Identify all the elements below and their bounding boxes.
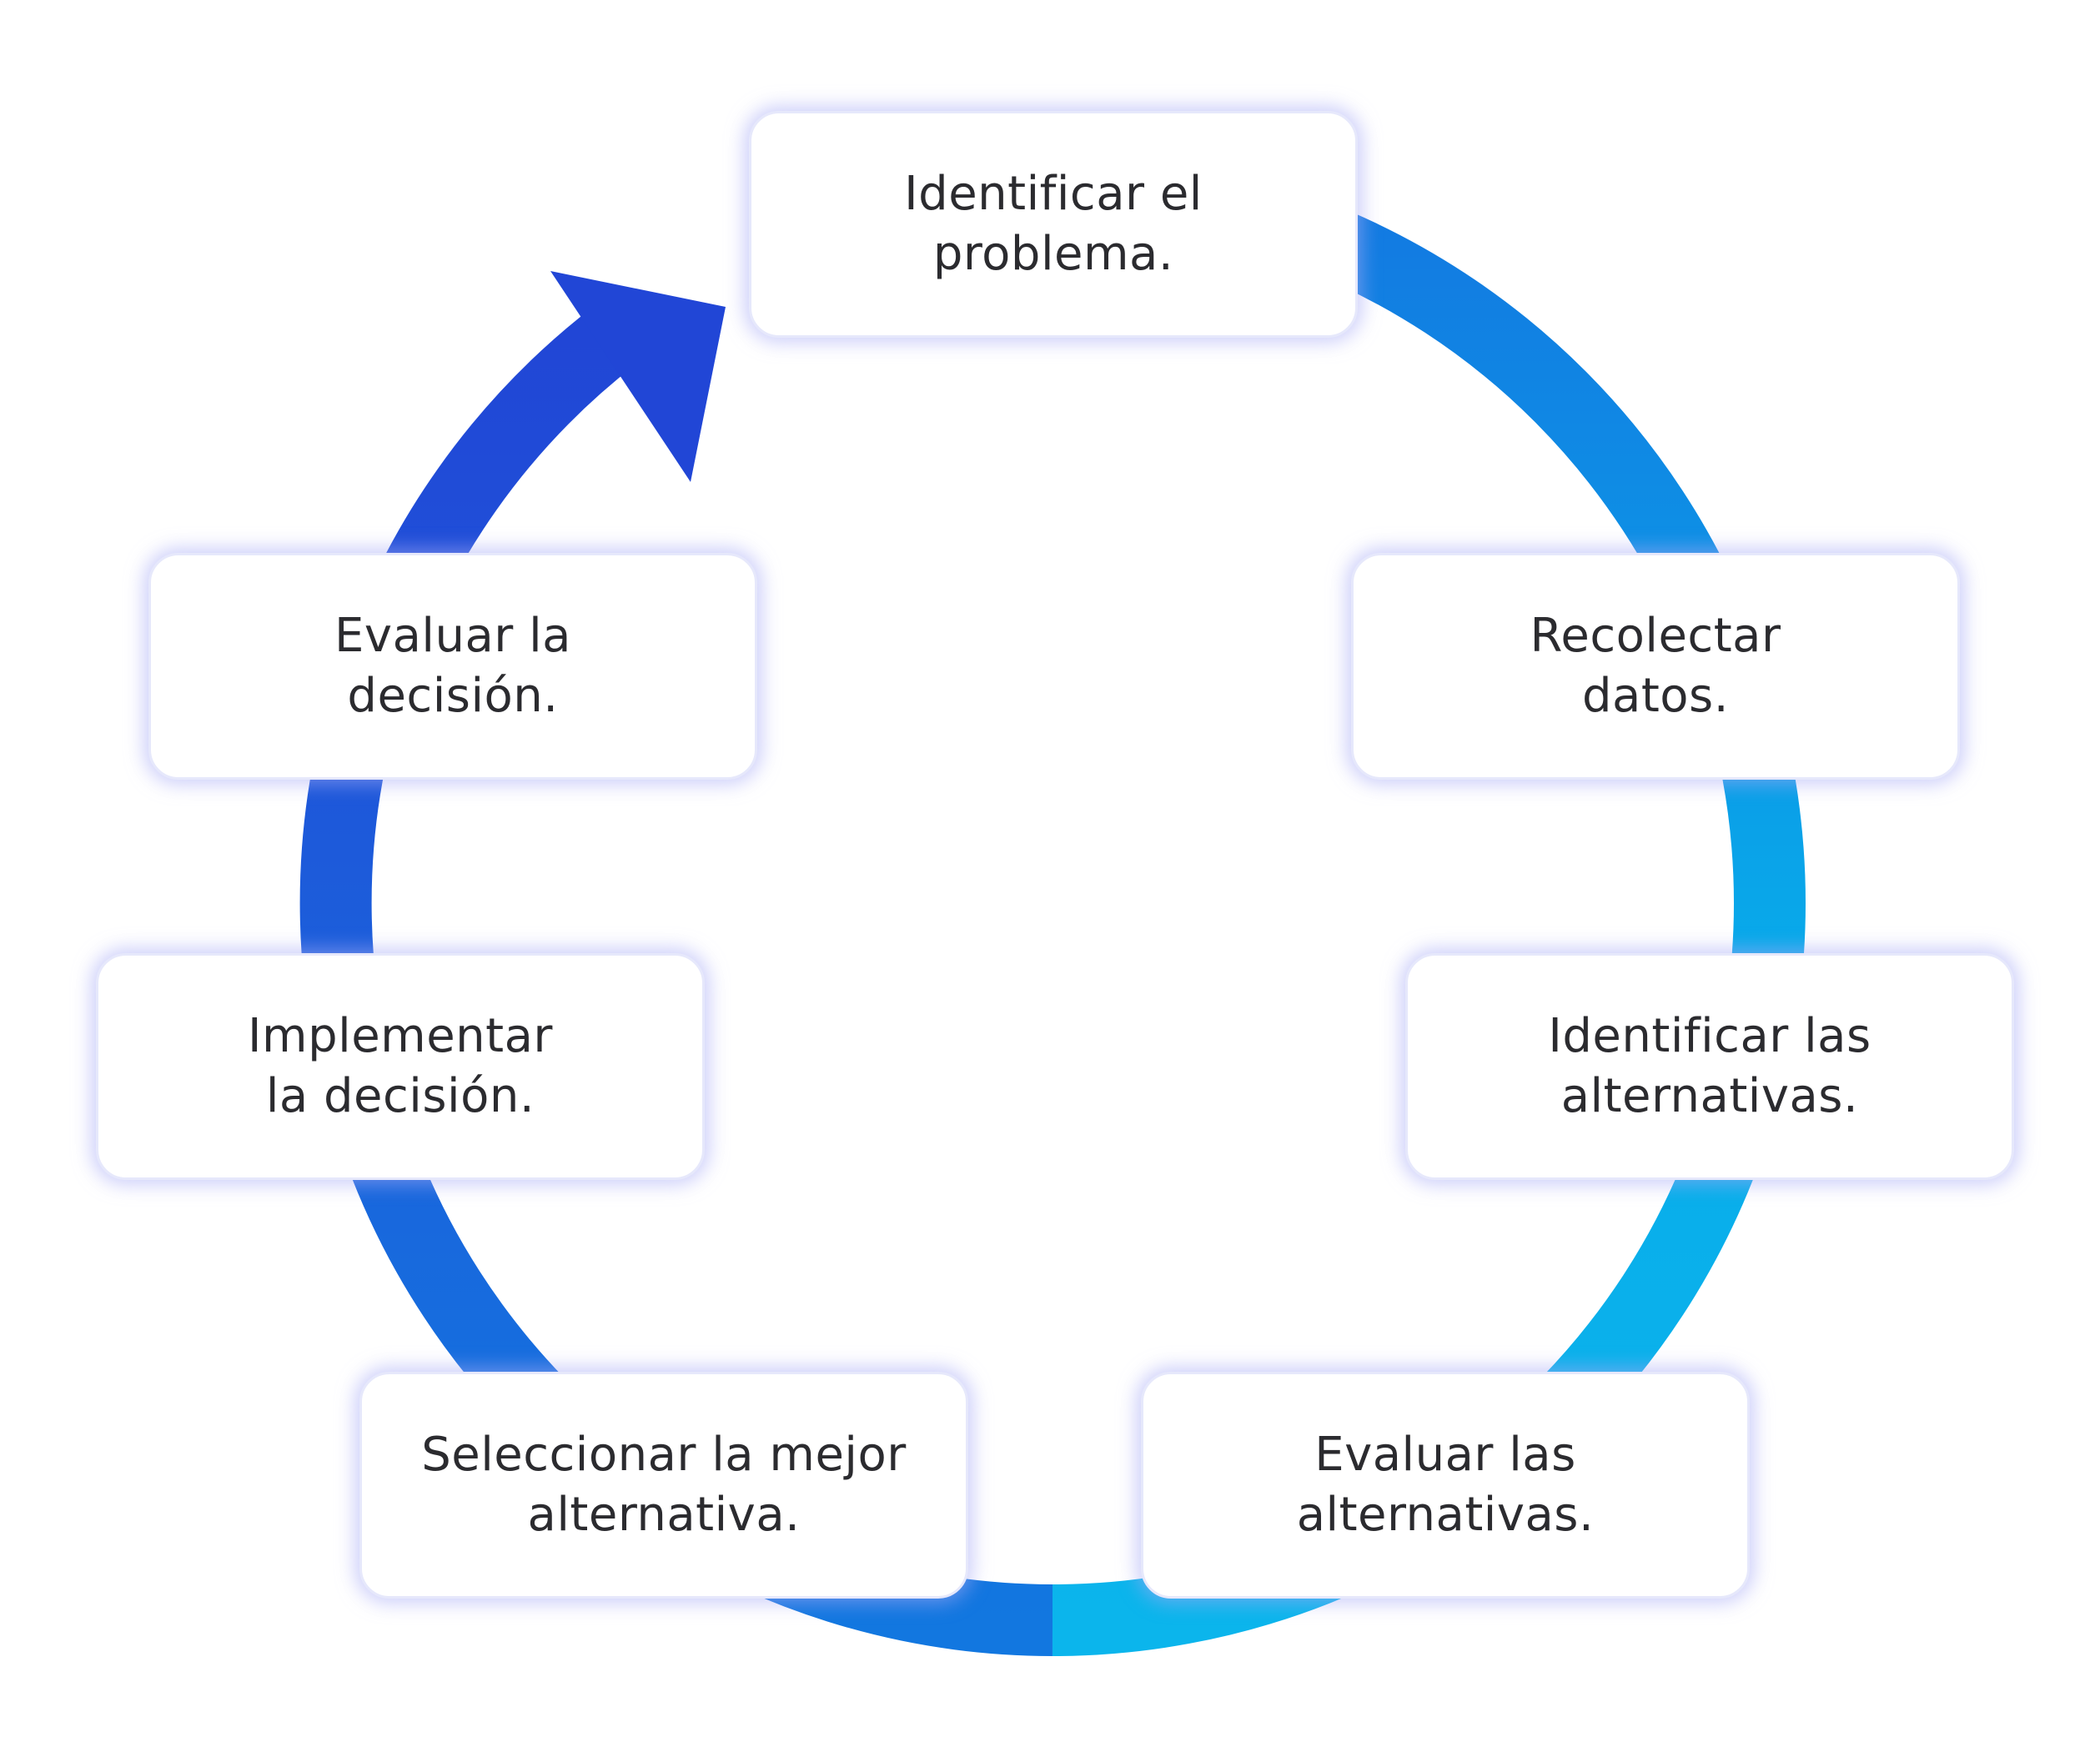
- cycle-arrowhead: [550, 271, 726, 482]
- step-box-identify-alternatives: Identificar las alternativas.: [1405, 953, 2014, 1180]
- step-label: Identificar el problema.: [904, 167, 1203, 281]
- step-label: Seleccionar la mejor alternativa.: [421, 1428, 907, 1542]
- step-label: Evaluar las alternativas.: [1296, 1428, 1595, 1542]
- step-box-implement-decision: Implementar la decisión.: [96, 953, 705, 1180]
- step-box-evaluate-alternatives: Evaluar las alternativas.: [1141, 1372, 1750, 1599]
- step-box-identify-problem: Identificar el problema.: [749, 111, 1358, 338]
- step-label: Recolectar datos.: [1530, 609, 1781, 723]
- step-label: Implementar la decisión.: [248, 1009, 553, 1123]
- step-box-evaluate-decision: Evaluar la decisión.: [148, 553, 757, 780]
- step-label: Identificar las alternativas.: [1548, 1009, 1871, 1123]
- step-label: Evaluar la decisión.: [334, 609, 571, 723]
- step-box-collect-data: Recolectar datos.: [1351, 553, 1960, 780]
- step-box-select-best-alternative: Seleccionar la mejor alternativa.: [359, 1372, 968, 1599]
